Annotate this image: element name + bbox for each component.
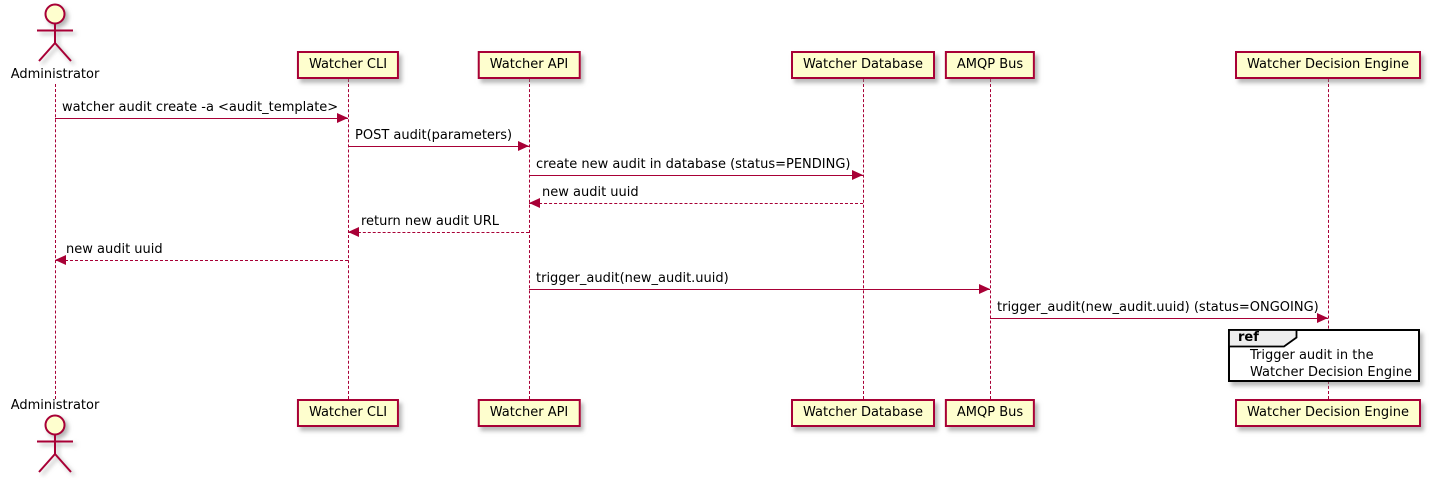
lifeline-watcher-api xyxy=(529,79,530,399)
participant-watcher-cli-top: Watcher CLI xyxy=(296,51,400,79)
actor-administrator-top xyxy=(30,3,80,69)
lifeline-watcher-database xyxy=(863,79,864,399)
ref-tab-label: ref xyxy=(1238,330,1259,345)
message-line-1 xyxy=(55,118,348,119)
ref-tab-shape-icon xyxy=(1228,329,1298,348)
message-label-4: new audit uuid xyxy=(542,185,639,200)
participant-amqp-bus-top: AMQP Bus xyxy=(944,51,1036,79)
participant-watcher-database-bottom: Watcher Database xyxy=(791,399,935,427)
participant-watcher-database-top: Watcher Database xyxy=(791,51,935,79)
arrowhead-left-icon xyxy=(55,255,66,265)
lifeline-watcher-decision-engine xyxy=(1328,79,1329,399)
stick-figure-icon xyxy=(37,414,73,473)
message-line-4 xyxy=(529,203,863,204)
message-line-8 xyxy=(990,318,1328,319)
actor-label-top: Administrator xyxy=(10,67,100,82)
arrowhead-left-icon xyxy=(348,227,359,237)
arrowhead-right-icon xyxy=(979,284,990,294)
ref-text-line-1: Trigger audit in the xyxy=(1250,348,1374,363)
actor-administrator-bottom xyxy=(30,414,80,480)
arrowhead-right-icon xyxy=(337,113,348,123)
message-label-3: create new audit in database (status=PEN… xyxy=(536,157,851,172)
arrowhead-right-icon xyxy=(1317,313,1328,323)
ref-text: Trigger audit in the Watcher Decision En… xyxy=(1250,347,1412,381)
participant-watcher-decision-engine-top: Watcher Decision Engine xyxy=(1235,51,1421,79)
message-label-2: POST audit(parameters) xyxy=(355,128,513,143)
message-label-6: new audit uuid xyxy=(66,242,163,257)
lifeline-amqp-bus xyxy=(990,79,991,399)
lifeline-watcher-cli xyxy=(348,79,349,399)
lifeline-administrator xyxy=(55,84,56,399)
actor-label-bottom: Administrator xyxy=(10,398,100,413)
participant-watcher-decision-engine-bottom: Watcher Decision Engine xyxy=(1235,399,1421,427)
arrowhead-left-icon xyxy=(529,198,540,208)
message-line-3 xyxy=(529,175,863,176)
message-label-1: watcher audit create -a <audit_template> xyxy=(62,100,339,115)
ref-text-line-2: Watcher Decision Engine xyxy=(1250,365,1412,380)
message-line-6 xyxy=(55,260,348,261)
message-line-5 xyxy=(348,232,529,233)
ref-fragment: ref Trigger audit in the Watcher Decisio… xyxy=(1228,329,1420,382)
participant-watcher-cli-bottom: Watcher CLI xyxy=(296,399,400,427)
message-line-2 xyxy=(348,146,529,147)
arrowhead-right-icon xyxy=(852,170,863,180)
arrowhead-right-icon xyxy=(518,141,529,151)
message-label-5: return new audit URL xyxy=(361,214,499,229)
message-line-7 xyxy=(529,289,990,290)
participant-watcher-api-top: Watcher API xyxy=(477,51,581,79)
message-label-7: trigger_audit(new_audit.uuid) xyxy=(536,271,729,286)
stick-figure-icon xyxy=(37,3,73,62)
participant-amqp-bus-bottom: AMQP Bus xyxy=(944,399,1036,427)
message-label-8: trigger_audit(new_audit.uuid) (status=ON… xyxy=(997,300,1319,315)
participant-watcher-api-bottom: Watcher API xyxy=(477,399,581,427)
ref-tab: ref xyxy=(1228,329,1298,348)
